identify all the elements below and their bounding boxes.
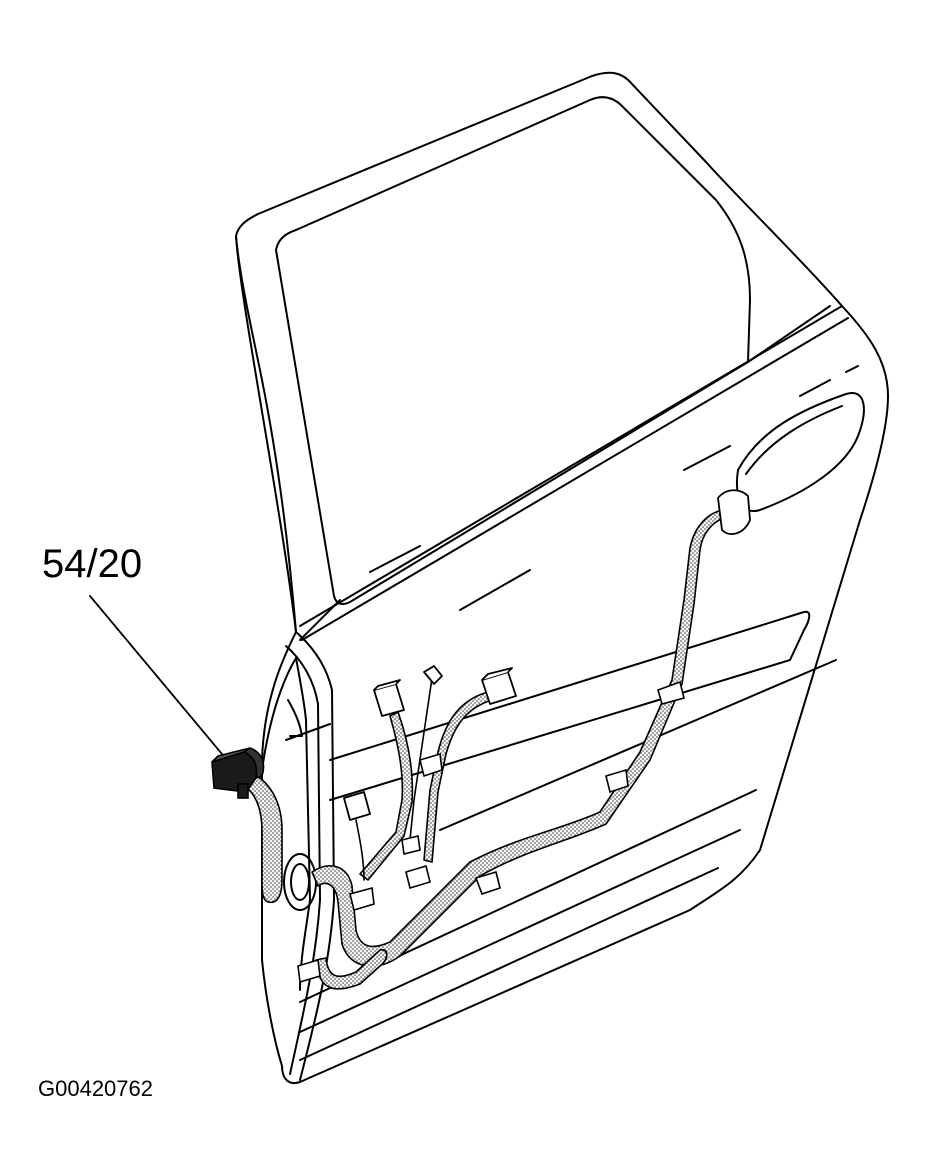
- upper-trim: [329, 610, 811, 801]
- harness-clip: [297, 958, 321, 984]
- figure-id: G00420762: [38, 1076, 153, 1101]
- wiring-harness: [243, 771, 283, 904]
- belt-dashes: [369, 365, 859, 611]
- door-handle-inner: [745, 405, 843, 475]
- lower-crease: [285, 659, 837, 831]
- thin-wire: [409, 677, 433, 841]
- door-grommet: [283, 853, 317, 911]
- thin-wire-2: [355, 819, 365, 881]
- harness-clip: [419, 752, 443, 778]
- inner-panel: [261, 657, 311, 991]
- door-handle: [736, 392, 865, 513]
- lower-trim: [299, 789, 757, 1061]
- harness-clip: [349, 886, 375, 912]
- handle-grommet: [717, 489, 751, 535]
- harness-clip: [657, 680, 685, 705]
- window-inner-frame: [235, 235, 831, 641]
- connector-plug: [373, 683, 405, 717]
- door-grommet-inner: [290, 863, 310, 901]
- harness-connector: [211, 747, 265, 799]
- harness-lower-loop: [315, 948, 388, 990]
- door-edge-strip: [285, 631, 335, 1081]
- connector-plug: [373, 679, 401, 691]
- connector-plug: [423, 665, 443, 685]
- harness-clip: [405, 864, 431, 890]
- connector-plug: [481, 667, 513, 681]
- connector-plug: [343, 791, 371, 821]
- harness-clip: [474, 870, 501, 896]
- door-outline: [235, 71, 889, 1084]
- connector-plug: [481, 671, 517, 705]
- harness-branch-right: [423, 691, 493, 863]
- callout-label: 54/20: [42, 542, 143, 586]
- harness-clip: [401, 835, 421, 855]
- window-frame: [275, 96, 751, 605]
- inner-panel-notch: [287, 699, 303, 737]
- callout-leader: [89, 595, 233, 767]
- beltline: [299, 305, 849, 641]
- harness-clip: [605, 768, 629, 794]
- harness-branch-up: [359, 711, 414, 881]
